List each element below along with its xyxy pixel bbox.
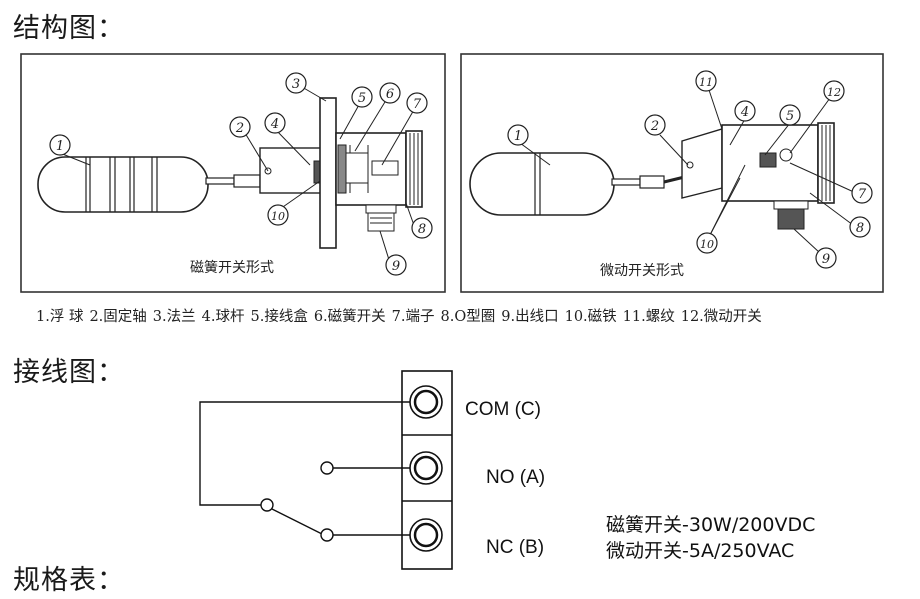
parts-legend: 1.浮 球 2.固定轴 3.法兰 4.球杆 5.接线盒 6.磁簧开关 7.端子 8.O型圈 9.… [36, 305, 906, 326]
callout-number: 11 [699, 76, 713, 89]
junction-box [721, 122, 835, 204]
micro-switch-rating: 微动开关-5A/250VAC [606, 540, 795, 562]
float-ball [37, 156, 209, 213]
callout-number: 10 [700, 238, 714, 251]
callout-number: 2 [650, 119, 659, 134]
callout-circle [385, 254, 407, 276]
reed-switch-rating: 磁簧开关-30W/200VDC [606, 514, 816, 536]
callout-number: 9 [392, 259, 400, 274]
legend-item: 2.固定轴 [89, 309, 147, 325]
callout-number: 12 [827, 86, 841, 99]
callout-circle [815, 247, 837, 269]
no-terminal-label: NO (A) [486, 467, 546, 488]
callout-circle [264, 112, 286, 134]
spec-heading: 规格表： [13, 565, 125, 596]
callout-number: 9 [822, 252, 830, 267]
callout-circle [695, 70, 717, 92]
callout-circle [379, 82, 401, 104]
legend-item: 9.出线口 [501, 309, 559, 325]
junction-box [335, 130, 423, 208]
terminal-no [409, 451, 443, 485]
float-ball [469, 152, 615, 216]
callout-number: 4 [270, 117, 279, 132]
switch-wiring [199, 401, 410, 536]
callout-circle [351, 86, 373, 108]
no-contact [320, 461, 334, 475]
reed-switch-structure-diagram: 1 2 3 4 5 6 7 8 9 10 磁簧开关形式 [20, 53, 446, 293]
callout-circle [734, 100, 756, 122]
com-terminal-label: COM (C) [465, 399, 541, 420]
callout-number: 10 [271, 210, 285, 223]
legend-item: 5.接线盒 [250, 309, 308, 325]
callout-number: 3 [292, 77, 300, 92]
callout-circle [285, 72, 307, 94]
callout-circle [779, 104, 801, 126]
terminal-com [409, 385, 443, 419]
callout-circle [507, 124, 529, 146]
callout-markers: 1 2 3 4 5 6 7 8 9 10 [49, 72, 433, 276]
nc-contact [320, 528, 334, 542]
reed-switch-caption: 磁簧开关形式 [190, 260, 274, 276]
callout-circle [229, 116, 251, 138]
micro-switch-caption: 微动开关形式 [600, 263, 684, 279]
callout-circle [644, 114, 666, 136]
wiring-diagram [199, 370, 453, 570]
callout-number: 2 [235, 121, 244, 136]
cable-outlet [365, 204, 397, 232]
callout-number: 1 [56, 139, 64, 154]
callout-circle [849, 216, 871, 238]
legend-item: 3.法兰 [152, 309, 196, 325]
callout-circle [49, 134, 71, 156]
legend-item: 4.球杆 [201, 309, 245, 325]
legend-item: 1.浮 球 [36, 309, 84, 325]
legend-item: 10.磁铁 [564, 309, 617, 325]
legend-item: 12.微动开关 [680, 309, 762, 325]
callout-number: 5 [358, 91, 366, 106]
callout-number: 8 [418, 222, 426, 237]
callout-number: 6 [386, 87, 394, 102]
callout-number: 5 [786, 109, 794, 124]
callout-circle [267, 204, 289, 226]
nc-terminal-label: NC (B) [486, 537, 545, 558]
cable-outlet [773, 200, 809, 230]
flange [319, 97, 337, 249]
callout-circle [851, 182, 873, 204]
structure-heading: 结构图： [13, 13, 125, 44]
wiring-heading: 接线图： [13, 357, 125, 388]
callout-circle [823, 80, 845, 102]
legend-item: 8.O型圈 [440, 309, 496, 325]
callout-circle [411, 217, 433, 239]
legend-item: 11.螺纹 [622, 309, 675, 325]
terminal-nc [409, 518, 443, 552]
callout-number: 8 [856, 221, 864, 236]
callout-circle [696, 232, 718, 254]
callout-number: 4 [740, 105, 749, 120]
callout-circle [406, 92, 428, 114]
callout-number: 7 [858, 187, 867, 202]
callout-number: 7 [413, 97, 422, 112]
callout-number: 1 [514, 129, 522, 144]
legend-item: 6.磁簧开关 [313, 309, 386, 325]
switch-pivot-contact [260, 498, 274, 512]
legend-item: 7.端子 [391, 309, 435, 325]
